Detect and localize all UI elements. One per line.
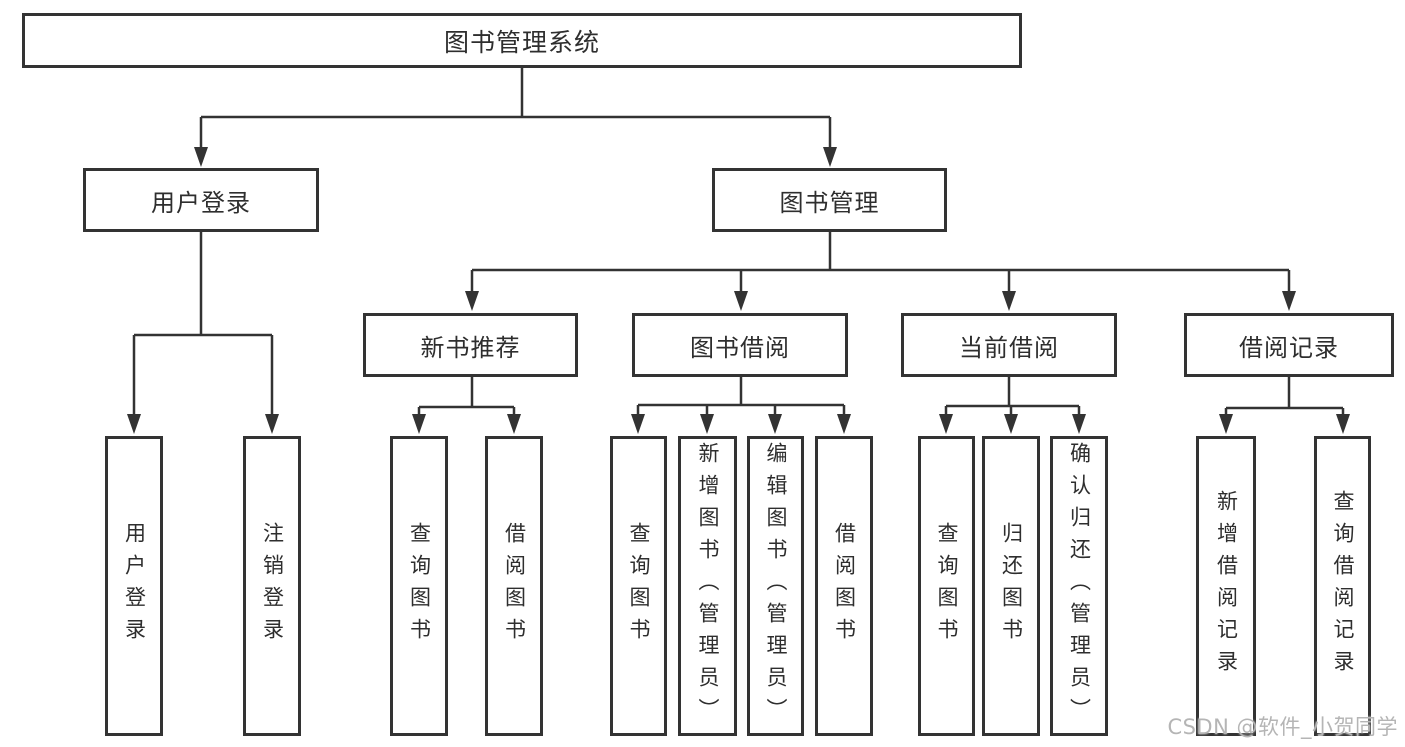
leaf-label: 新增借阅记录 bbox=[1214, 490, 1239, 682]
node-label: 借阅记录 bbox=[1239, 333, 1339, 362]
leaf-label: 借阅图书 bbox=[502, 522, 527, 650]
leaf-user-login: 用户登录 bbox=[105, 436, 163, 736]
node-label: 图书管理系统 bbox=[443, 27, 600, 57]
leaf-label: 查询图书 bbox=[935, 522, 959, 650]
node-label: 图书管理 bbox=[779, 188, 880, 217]
leaf-logout-login: 注销登录 bbox=[243, 436, 301, 736]
node-label: 新书推荐 bbox=[420, 333, 521, 362]
leaf-label: 查询图书 bbox=[627, 522, 651, 650]
leaf-return-book: 归还图书 bbox=[982, 436, 1040, 736]
leaf-edit-book-admin: 编辑图书（管理员） bbox=[747, 436, 804, 736]
csdn-watermark: CSDN @软件_小贺同学 bbox=[1167, 715, 1398, 739]
node-borrow-record: 借阅记录 bbox=[1184, 313, 1394, 377]
leaf-label: 用户登录 bbox=[122, 522, 147, 650]
leaf-add-borrow-record: 新增借阅记录 bbox=[1196, 436, 1256, 736]
node-user-login: 用户登录 bbox=[83, 168, 319, 232]
node-book-management: 图书管理 bbox=[712, 168, 947, 232]
leaf-borrow-book: 借阅图书 bbox=[815, 436, 873, 736]
leaf-query-borrow-record: 查询借阅记录 bbox=[1314, 436, 1371, 736]
leaf-add-book-admin: 新增图书（管理员） bbox=[678, 436, 737, 736]
node-new-book-recommend: 新书推荐 bbox=[363, 313, 578, 377]
node-current-borrow: 当前借阅 bbox=[901, 313, 1117, 377]
leaf-confirm-return-admin: 确认归还（管理员） bbox=[1050, 436, 1108, 736]
leaf-label: 确认归还（管理员） bbox=[1067, 442, 1092, 730]
node-label: 图书借阅 bbox=[690, 333, 790, 362]
leaf-label: 查询借阅记录 bbox=[1331, 490, 1355, 682]
leaf-borrow-book-recommend: 借阅图书 bbox=[485, 436, 543, 736]
leaf-query-book-recommend: 查询图书 bbox=[390, 436, 448, 736]
leaf-label: 注销登录 bbox=[260, 522, 285, 650]
leaf-label: 编辑图书（管理员） bbox=[764, 442, 788, 730]
node-book-borrow: 图书借阅 bbox=[632, 313, 848, 377]
arrowheads bbox=[127, 147, 1350, 434]
leaf-label: 借阅图书 bbox=[832, 522, 857, 650]
leaf-query-book-borrow: 查询图书 bbox=[610, 436, 667, 736]
node-label: 当前借阅 bbox=[959, 333, 1059, 362]
connector-paths bbox=[132, 68, 1345, 419]
node-library-management-system: 图书管理系统 bbox=[22, 13, 1022, 68]
leaf-label: 归还图书 bbox=[999, 522, 1024, 650]
leaf-label: 新增图书（管理员） bbox=[696, 442, 720, 730]
leaf-query-book-current: 查询图书 bbox=[918, 436, 975, 736]
node-label: 用户登录 bbox=[151, 188, 251, 217]
leaf-label: 查询图书 bbox=[407, 522, 432, 650]
